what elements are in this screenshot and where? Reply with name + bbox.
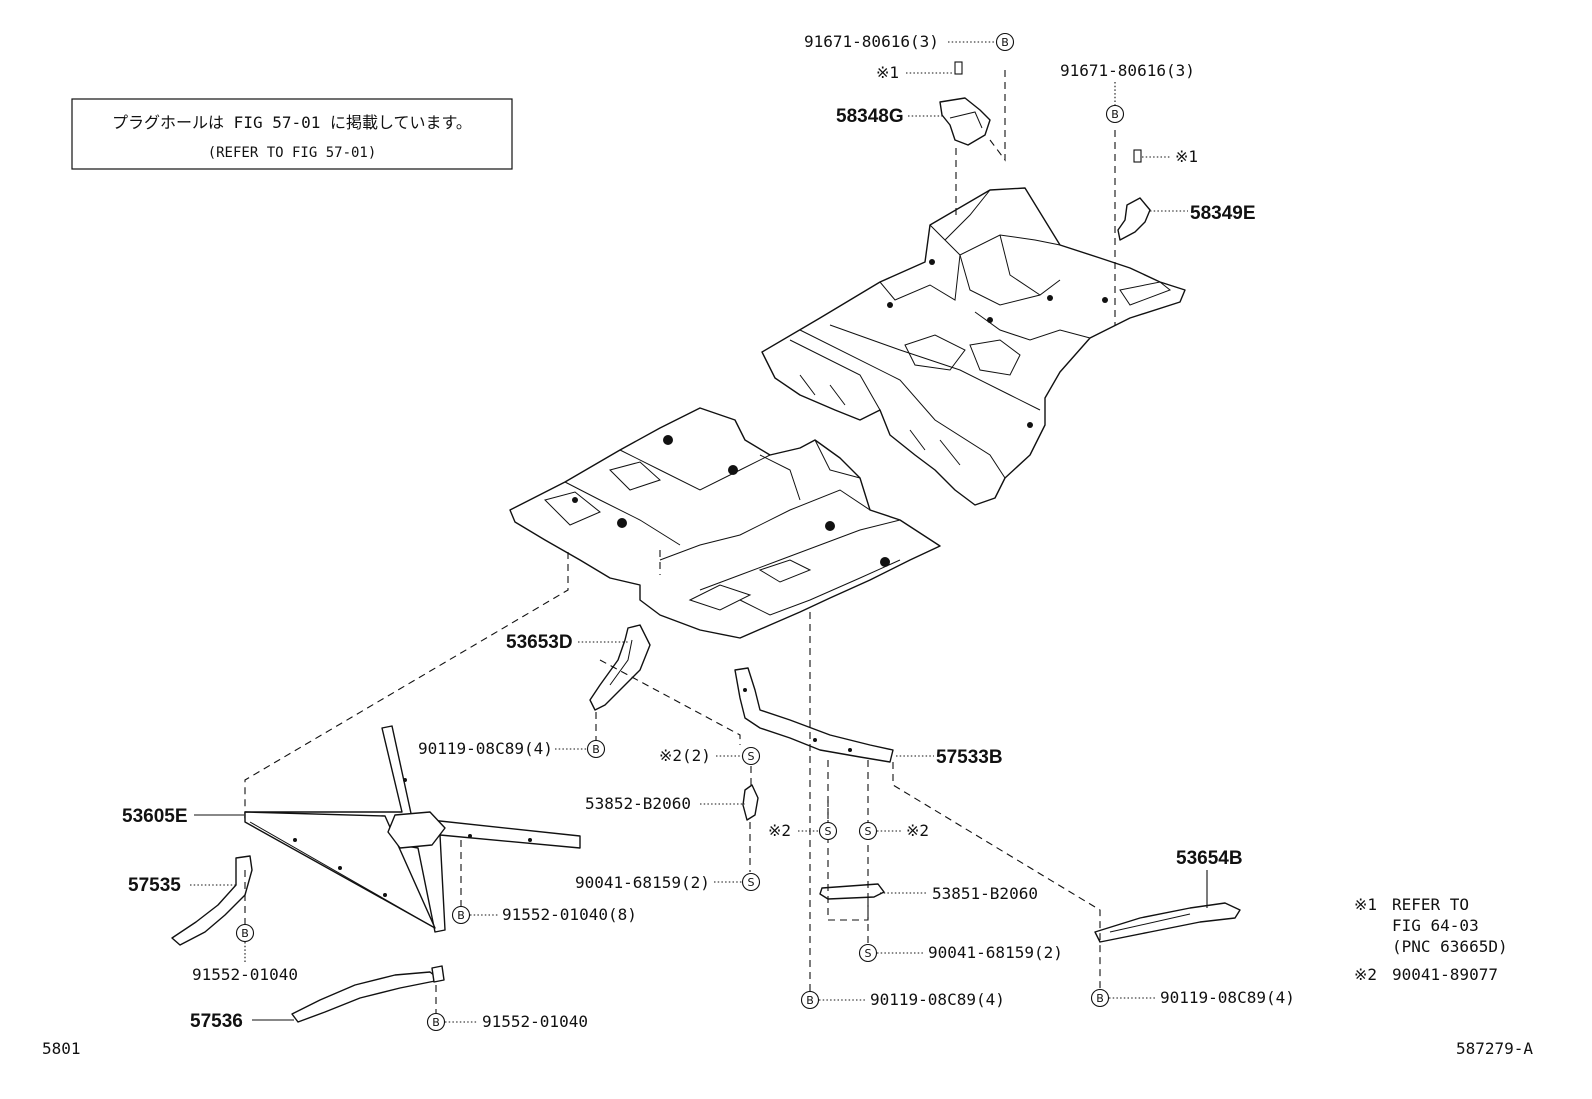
callout-mark2-a: ※2 (768, 821, 791, 840)
callout-mark2-2: ※2(2) (659, 746, 711, 765)
callout-91552-8: 91552-01040(8) (502, 905, 637, 924)
callout-53852: 53852-B2060 (585, 794, 691, 813)
ref2-value: 90041-89077 (1392, 965, 1498, 984)
callout-90041-left: 90041-68159(2) (575, 873, 710, 892)
screw-symbol (858, 821, 878, 841)
part-53653D-brace (589, 624, 651, 711)
ref1-line2: FIG 64-03 (1392, 916, 1479, 935)
callout-53851: 53851-B2060 (932, 884, 1038, 903)
callout-91671-top: 91671-80616(3) (804, 32, 939, 51)
callout-91552-a: 91552-01040 (192, 965, 298, 984)
callout-90119-right: 90119-08C89(4) (1160, 988, 1295, 1007)
part-57533B-brace (734, 667, 894, 763)
callout-91671-right: 91671-80616(3) (1060, 61, 1195, 80)
note-line-jp: プラグホールは FIG 57-01 に掲載しています。 (112, 113, 472, 132)
callout-58349E: 58349E (1190, 203, 1256, 224)
screw-symbol (858, 943, 878, 963)
page-number: 5801 (42, 1039, 81, 1058)
part-58349E-bracket (1117, 149, 1151, 241)
clip-mark1-top (954, 61, 963, 75)
callout-mark1-right: ※1 (1175, 147, 1198, 166)
callout-57533B: 57533B (936, 747, 1003, 768)
ref1-line3: (PNC 63665D) (1392, 937, 1508, 956)
note-line-en: (REFER TO FIG 57-01) (208, 145, 377, 161)
part-53605E-x-brace (244, 725, 581, 933)
reference-notes: ※1 REFER TO FIG 64-03 (PNC 63665D) ※2 90… (1354, 895, 1508, 984)
bolt-symbol (995, 32, 1015, 52)
part-57536-brace (291, 965, 445, 1023)
screw-symbol (741, 746, 761, 766)
ref1-line1: REFER TO (1392, 895, 1469, 914)
callout-90119-mid: 90119-08C89(4) (870, 990, 1005, 1009)
ref2-mark: ※2 (1354, 965, 1377, 984)
screw-symbol (818, 821, 838, 841)
part-53654B-brace (1094, 902, 1241, 943)
part-57535-brace (171, 855, 253, 946)
bolt-symbol (235, 923, 255, 943)
bolt-symbol (1105, 104, 1125, 124)
bolt-symbol (426, 1012, 446, 1032)
callout-90041-right: 90041-68159(2) (928, 943, 1063, 962)
callout-mark2-b: ※2 (906, 821, 929, 840)
part-53852-plate (742, 784, 759, 821)
ref1-mark: ※1 (1354, 895, 1377, 914)
callout-91552-b: 91552-01040 (482, 1012, 588, 1031)
callout-58348G: 58348G (836, 106, 904, 127)
clip-mark1-right (1133, 149, 1142, 163)
bolt-symbol (451, 905, 471, 925)
callout-53653D: 53653D (506, 632, 573, 653)
callout-53605E: 53605E (122, 806, 188, 827)
part-53851-plate (819, 883, 885, 900)
front-floor-pan (509, 407, 941, 639)
screw-symbol (741, 872, 761, 892)
bolt-symbol (800, 990, 820, 1010)
callout-mark1-top: ※1 (876, 63, 899, 82)
bolt-symbol (1090, 988, 1110, 1008)
bolt-symbol (586, 739, 606, 759)
figure-id: 587279-A (1456, 1039, 1533, 1058)
callout-57536: 57536 (190, 1011, 243, 1032)
callout-57535: 57535 (128, 875, 181, 896)
assembly-lines (244, 70, 1116, 1015)
callouts: 91671-80616(3) ※1 58348G 91671-80616(3) … (122, 32, 1295, 1032)
callout-90119-left: 90119-08C89(4) (418, 739, 553, 758)
rear-floor-pan (761, 187, 1186, 506)
callout-53654B: 53654B (1176, 848, 1243, 869)
part-58348G-bracket (939, 61, 991, 146)
note-box: プラグホールは FIG 57-01 に掲載しています。 (REFER TO FI… (71, 98, 513, 170)
